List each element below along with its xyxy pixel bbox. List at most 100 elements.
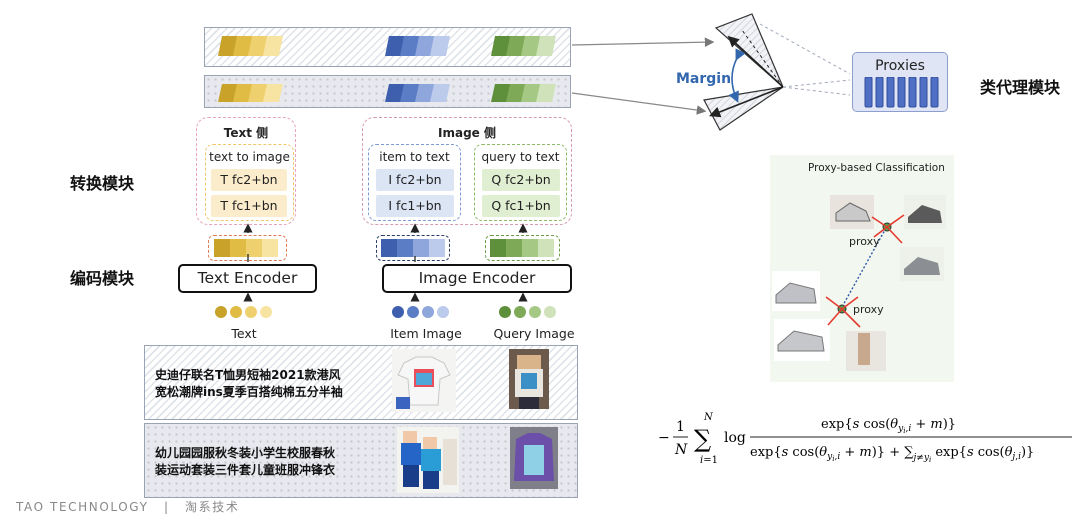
query_series-chip-row1-2 (506, 36, 526, 56)
text_series-chip-row2-1 (218, 84, 238, 102)
query_series-chip-row2-1 (491, 84, 511, 102)
proxy-bars (864, 77, 939, 108)
query_series-chip-row2-4 (536, 84, 556, 102)
item_series-token-3 (422, 306, 434, 318)
query_series-token-1 (499, 306, 511, 318)
brand-name: TAO TECHNOLOGY (16, 500, 149, 514)
q-fc1-layer: Q fc1+bn (482, 195, 560, 217)
query-image-label: Query Image (493, 326, 575, 341)
query_series-chip-row1-1 (491, 36, 511, 56)
query_series-chip-row2-3 (521, 84, 541, 102)
query-embedding-box (485, 235, 560, 261)
item_series-chip-row1-1 (385, 36, 405, 56)
item_series-chip-row1-2 (400, 36, 420, 56)
query-to-text-box (474, 144, 567, 221)
item_series-embedding-2 (397, 239, 413, 257)
sample-1-item-image (392, 349, 456, 412)
proxy-bar-7 (930, 77, 939, 108)
query_series-embedding-2 (506, 239, 522, 257)
i-fc1-layer: I fc1+bn (376, 195, 454, 217)
item_series-chip-row2-1 (385, 84, 405, 102)
normalized-softmax-loss-formula: − 1 N N ∑ i=1 log exp{s cos(θyi,i + m)} … (658, 412, 1072, 466)
proxy-label-2: proxy (853, 303, 884, 316)
sample-2-text: 幼儿园园服秋冬装小学生校服春秋 装运动套装三件套儿童班服冲锋衣 (155, 445, 335, 479)
item-to-text-header: item to text (379, 150, 450, 164)
svg-text:−: − (658, 430, 670, 446)
proxy-label-1: proxy (849, 235, 880, 248)
text-to-image-box (205, 144, 294, 221)
item_series-chip-row2-4 (430, 84, 450, 102)
brand-separator: | (163, 500, 170, 514)
item-image-label: Item Image (390, 326, 462, 341)
proxy-bar-4 (897, 77, 906, 108)
text_series-chip-row2-3 (248, 84, 268, 102)
item_series-chip-row1-3 (415, 36, 435, 56)
query_series-chip-row1-3 (521, 36, 541, 56)
text_series-embedding-4 (262, 239, 278, 257)
proxy-bar-6 (919, 77, 928, 108)
text_series-embedding-3 (246, 239, 262, 257)
item_series-token-2 (407, 306, 419, 318)
svg-text:i=1: i=1 (700, 455, 718, 466)
sample-2-item-image (397, 427, 459, 493)
svg-text:log: log (724, 430, 746, 446)
svg-text:exp{s cos(θyi,i + m)} + ∑j≠yi: exp{s cos(θyi,i + m)} + ∑j≠yi exp{s cos(… (750, 445, 1034, 464)
query_series-token-3 (529, 306, 541, 318)
sample-2-line-2: 装运动套装三件套儿童班服冲锋衣 (155, 463, 336, 477)
sample-1-text: 史迪仔联名T恤男短袖2021款港风 宽松潮牌ins夏季百搭纯棉五分半袖 (155, 367, 343, 401)
sample-row-1 (144, 345, 578, 420)
query_series-token-2 (514, 306, 526, 318)
image-side-title: Image 侧 (438, 126, 496, 140)
query-to-text-header: query to text (481, 150, 560, 164)
proxy-module-label: 类代理模块 (980, 78, 1061, 97)
text_series-embedding-2 (230, 239, 246, 257)
item_series-token-1 (392, 306, 404, 318)
svg-text:exp{s cos(θyi,i + m)}: exp{s cos(θyi,i + m)} (821, 417, 956, 435)
item_series-chip-row1-4 (430, 36, 450, 56)
query_series-embedding-1 (490, 239, 506, 257)
text-input-label: Text (231, 326, 257, 341)
margin-label: Margin (676, 71, 732, 87)
item_series-chip-row2-2 (400, 84, 420, 102)
q-fc2-layer: Q fc2+bn (482, 169, 560, 191)
encoding-module-label: 编码模块 (70, 269, 135, 288)
image-encoder: Image Encoder (382, 264, 572, 293)
footer-watermark: TAO TECHNOLOGY | 淘系技术 (16, 498, 239, 515)
proxy-bar-2 (875, 77, 884, 108)
text_series-chip-row1-4 (263, 36, 283, 56)
t-fc1-layer: T fc1+bn (211, 195, 287, 217)
projection-lines (571, 13, 851, 131)
flow-arrows (243, 223, 528, 302)
text_series-token-1 (215, 306, 227, 318)
image-side-box (362, 117, 572, 225)
text-to-image-header: text to image (209, 150, 290, 164)
text_series-chip-row1-2 (233, 36, 253, 56)
i-fc2-layer: I fc2+bn (376, 169, 454, 191)
query_series-chip-row2-2 (506, 84, 526, 102)
proxy-bar-5 (908, 77, 917, 108)
input-token-dots (215, 306, 556, 318)
sample-1-line-1: 史迪仔联名T恤男短袖2021款港风 (155, 368, 341, 382)
item-embedding-box (376, 235, 450, 261)
text_series-token-2 (230, 306, 242, 318)
item_series-chip-row2-3 (415, 84, 435, 102)
svg-text:∑: ∑ (694, 425, 711, 453)
item-to-text-box (368, 144, 461, 221)
text_series-chip-row2-2 (233, 84, 253, 102)
sample-1-query-image (509, 349, 549, 409)
query_series-embedding-3 (522, 239, 538, 257)
conversion-module-label: 转换模块 (70, 174, 135, 193)
proxy-bar-3 (886, 77, 895, 108)
classification-title: Proxy-based Classification (808, 162, 945, 174)
embedding-chips (214, 239, 554, 257)
brand-cn: 淘系技术 (185, 500, 240, 514)
item_series-embedding-1 (381, 239, 397, 257)
feature-chips (218, 36, 556, 102)
item_series-embedding-3 (413, 239, 429, 257)
t-fc2-layer: T fc2+bn (211, 169, 287, 191)
text_series-token-3 (245, 306, 257, 318)
text_series-token-4 (260, 306, 272, 318)
text_series-chip-row2-4 (263, 84, 283, 102)
sample-1-line-2: 宽松潮牌ins夏季百搭纯棉五分半袖 (155, 385, 343, 399)
sample-2-line-1: 幼儿园园服秋冬装小学生校服春秋 (155, 446, 336, 460)
